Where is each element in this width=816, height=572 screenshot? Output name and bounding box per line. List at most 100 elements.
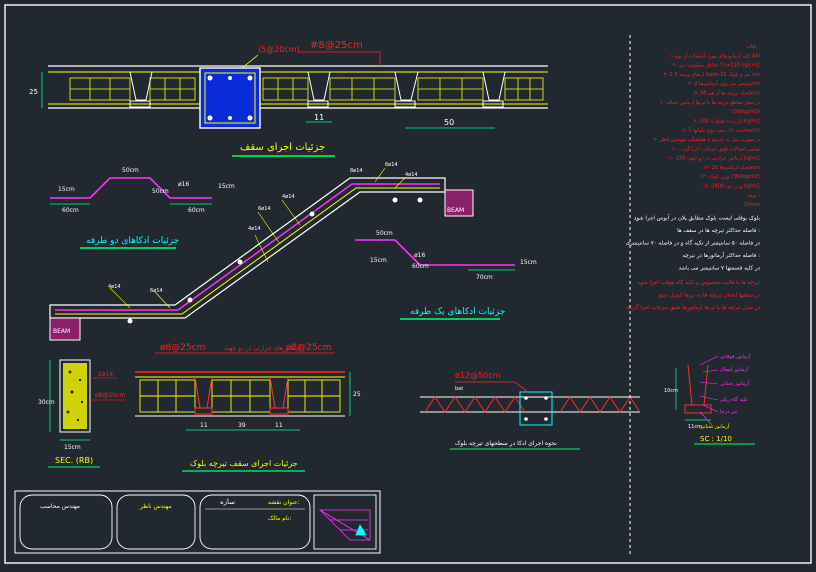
project-label: عنوان نقشه: (268, 499, 300, 506)
truss-callout: ø12@50cm (455, 371, 501, 380)
svg-text:60cm: 60cm (412, 263, 429, 270)
note-line: ۳- ارتفاع تیرچه 2.5 kg/m متر و بلوک 25 c… (663, 71, 760, 78)
two-way-title: جزئیات ادکاهای دو طرفه (86, 236, 179, 246)
note-line: فاصله حداکثر تیرچه ها در سقف ها : (677, 227, 760, 234)
note-line: در کلیه قسمتها ۷ سانتیمتر می باشد (679, 264, 761, 271)
note-line: ۱- کلیه آرماتورهای مورد استفاده از نوع A… (669, 52, 760, 59)
two-way-detail: 15cm 50cm 50cm ø16 15cm 60cm 60cm جزئیات… (50, 167, 235, 249)
note-line: (300kg/m2) (731, 109, 760, 115)
block-slab-section: 11 39 11 25 ø8@25cm آرماتورهای حرارتی در… (135, 343, 361, 472)
svg-text:آرماتور تحتانی: آرماتور تحتانی (700, 423, 730, 430)
svg-text:15cm: 15cm (58, 186, 75, 193)
slab-height-dim: 25 (29, 88, 38, 96)
svg-text:60cm: 60cm (62, 207, 79, 214)
svg-text:4ø14: 4ø14 (405, 172, 418, 178)
note-line: ۱۲- فاصله آرماتورها 20cm (703, 164, 760, 171)
joist-section: 10cm 11cm آرماتور فوقانی آرماتور اتصال آ… (664, 353, 755, 445)
svg-text:6ø14: 6ø14 (150, 288, 163, 294)
slab-section: (5@20cm) #8@25cm 11 50 25 جزئیات اجرای س… (29, 40, 548, 157)
note-line: ۱۰- تمامی اتصالات طبق جزئیات اجرا گردد (672, 145, 761, 152)
svg-text:آرماتور تحتانی: آرماتور تحتانی (720, 380, 750, 387)
svg-text:60cm: 60cm (188, 207, 205, 214)
svg-text:25: 25 (353, 391, 361, 398)
note-line: ۱۱- آرماتور حرارتی در دو جهت 150 kg/m2 (667, 155, 760, 162)
one-way-title: جزئیات ادکاهای یک طرفه (410, 307, 505, 317)
note-line: ۷- بار زنده طبقات 200 kg/m2 (694, 118, 760, 124)
note-line: ۱۳- وزن بلوک (360kg/m2) (700, 173, 760, 180)
joist-scale: SC : 1/10 (700, 435, 732, 443)
svg-text:آرماتور اتصال: آرماتور اتصال (720, 366, 749, 373)
slab-rebar-callout: #8@25cm (310, 40, 363, 51)
truss-section: ø12@50cm bat نحوه اجرای ادکا در سطحهای ت… (420, 371, 641, 450)
column-dim-width: 15cm (64, 444, 81, 451)
note-line: 10mm (744, 202, 760, 208)
truss-title: نحوه اجرای ادکا در سطحهای تیرچه بلوک (455, 439, 557, 447)
note-line: ۹- در صورت نیاز به بازشو با هماهنگی مهند… (654, 136, 760, 143)
svg-text:15cm: 15cm (370, 257, 387, 264)
column-section-label: SEC. (RB) (55, 456, 93, 465)
note-line: نکات : (746, 44, 760, 50)
drawing-frame (4, 4, 812, 564)
stair-beam-left: BEAM (53, 328, 70, 335)
svg-text:15cm: 15cm (218, 183, 235, 190)
note-line: ۱۴- وزن بتن 2400 kg/m2 (703, 184, 760, 190)
note-line: ۲- حداقل مقاومت بتن f'c=210 kg/cm2 (673, 63, 760, 69)
note-line: ۴- پوشش بتن روی آرماتورها 2cm (688, 80, 760, 87)
column-rebar-main: 2ø14 (98, 371, 113, 378)
note-line: ۸- ضخامت دال بتنی روی بلوکها 5cm (682, 128, 760, 134)
note-line: در فاصله ۵۰ سانتیمتر از تکیه گاه و در فا… (626, 239, 761, 246)
svg-text:آرماتور فوقانی: آرماتور فوقانی (720, 353, 751, 360)
owner-label: نام مالک: (268, 515, 291, 522)
svg-text:15cm: 15cm (520, 259, 537, 266)
note-line: توجه : (747, 193, 760, 199)
note-line: در محل تیرچه ها با تیرها آرماتورها طبق ج… (626, 304, 760, 311)
note-line: ۶- در محل تقاطع تیرچه ها با تیرها آرماتو… (660, 99, 760, 106)
designer-label: مهندس محاسب (40, 503, 80, 510)
logo-icon (318, 509, 371, 541)
svg-text:11cm: 11cm (688, 424, 702, 430)
block-slab-title: جزئیات اجرای سقف تیرچه بلوک (190, 459, 298, 468)
block-rebar-right: ø8@25cm (286, 343, 331, 353)
svg-text:4ø14: 4ø14 (108, 284, 121, 290)
topping-label: (5@20cm) (258, 45, 300, 54)
column-dim-height: 30cm (38, 399, 55, 406)
stair-section: BEAM BEAM 4ø14 6ø14 4ø14 4ø14 6ø14 8ø14 … (49, 162, 474, 341)
stair-beam-right: BEAM (447, 207, 464, 214)
svg-text:50cm: 50cm (122, 167, 139, 174)
slab-title: جزئیات اجرای سقف (240, 142, 325, 153)
slab-spacing-dim: 50 (444, 118, 454, 127)
svg-text:39: 39 (238, 422, 246, 429)
svg-text:8ø14: 8ø14 (350, 168, 363, 174)
slab-rib-dim: 11 (314, 113, 324, 122)
column-rebar-tie: ø8@20cm (95, 392, 125, 399)
svg-text:bat: bat (455, 386, 463, 392)
note-line: بلوک بوقلی لیست بلوک مطابق پلان در آبوس … (634, 214, 761, 221)
svg-text:10cm: 10cm (664, 388, 678, 394)
svg-text:50cm: 50cm (152, 188, 169, 195)
project-value: سازه (220, 498, 235, 506)
svg-text:4ø14: 4ø14 (282, 194, 295, 200)
column-section: 30cm 15cm 2ø14 ø8@20cm SEC. (RB) (38, 359, 125, 468)
svg-text:بتن درجا: بتن درجا (720, 409, 738, 415)
one-way-detail: 50cm ø16 15cm 60cm 15cm 70cm جزئیات ادکا… (355, 230, 537, 320)
svg-text:4ø14: 4ø14 (248, 226, 261, 232)
svg-text:ø16: ø16 (414, 252, 425, 259)
svg-text:6ø14: 6ø14 (385, 162, 398, 168)
block-rebar-left: ø8@25cm (160, 343, 205, 353)
supervisor-label: مهندس ناظر (139, 503, 172, 510)
block-rebar-mid: آرماتورهای حرارتی در دو جهت (224, 343, 301, 352)
svg-text:6ø14: 6ø14 (258, 206, 271, 212)
note-line: ۵- فاصله تیرچه ها از هم 50cm (694, 91, 760, 97)
title-block: مهندس محاسب مهندس ناظر عنوان نقشه: سازه … (14, 490, 381, 554)
note-line: فاصله حداکثر آرماتورها در تیرچه : (682, 252, 760, 259)
note-line: در سقفها اتصال تیرچه ها به تیرها کنترل ش… (658, 291, 761, 298)
general-notes: نکات : ۱- کلیه آرماتورهای مورد استفاده از… (626, 35, 761, 555)
svg-text:70cm: 70cm (476, 274, 493, 281)
svg-text:11: 11 (275, 422, 283, 429)
svg-text:50cm: 50cm (376, 230, 393, 237)
svg-text:ø16: ø16 (178, 181, 189, 188)
svg-text:تکیه گاه ریلی: تکیه گاه ریلی (720, 396, 748, 403)
note-line: تیرچه ها با قالب مخصوص و تکیه گاه موقت ا… (638, 279, 761, 286)
